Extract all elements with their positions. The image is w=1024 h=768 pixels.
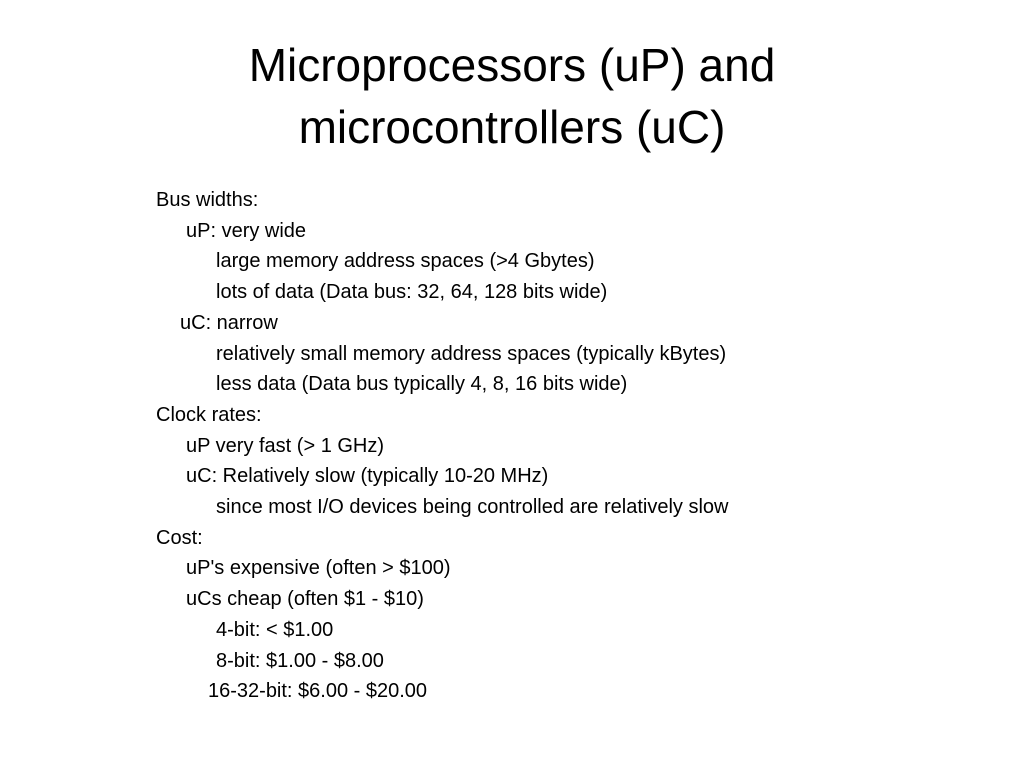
slide-body: Bus widths: uP: very wide large memory a… xyxy=(156,185,936,707)
section-heading-bus-widths: Bus widths: xyxy=(156,189,259,211)
sub-bullet-8-bit-cost: 8-bit: $1.00 - $8.00 xyxy=(216,649,384,672)
sub-bullet-uc-data-bus: less data (Data bus typically 4, 8, 16 b… xyxy=(216,373,628,396)
sub-bullet-16-32-bit-cost: 16-32-bit: $6.00 - $20.00 xyxy=(208,680,428,703)
section-heading-clock-rates: Clock rates: xyxy=(156,403,262,426)
bullet-up-bus: uP: very wide xyxy=(186,219,307,242)
section-heading-cost: Cost: xyxy=(156,526,203,549)
bullet-up-cost: uP's expensive (often > $100) xyxy=(186,557,451,580)
bullet-up-clock: uP very fast (> 1 GHz) xyxy=(186,434,385,457)
bullet-uc-cost: uCs cheap (often $1 - $10) xyxy=(186,588,424,611)
bullet-uc-bus: uC: narrow xyxy=(180,311,278,334)
sub-bullet-4-bit-cost: 4-bit: < $1.00 xyxy=(216,618,334,641)
sub-bullet-uc-address-space: relatively small memory address spaces (… xyxy=(216,342,727,365)
slide-title-line-1: Microprocessors (uP) and xyxy=(248,39,776,91)
bullet-uc-clock: uC: Relatively slow (typically 10-20 MHz… xyxy=(186,465,549,488)
sub-bullet-up-address-space: large memory address spaces (>4 Gbytes) xyxy=(216,250,595,273)
slide-title-line-2: microcontrollers (uC) xyxy=(298,101,726,153)
sub-bullet-io-devices: since most I/O devices being controlled … xyxy=(216,496,729,519)
slide-title: Microprocessors (uP) and microcontroller… xyxy=(112,34,912,158)
sub-bullet-up-data-bus: lots of data (Data bus: 32, 64, 128 bits… xyxy=(216,281,608,304)
